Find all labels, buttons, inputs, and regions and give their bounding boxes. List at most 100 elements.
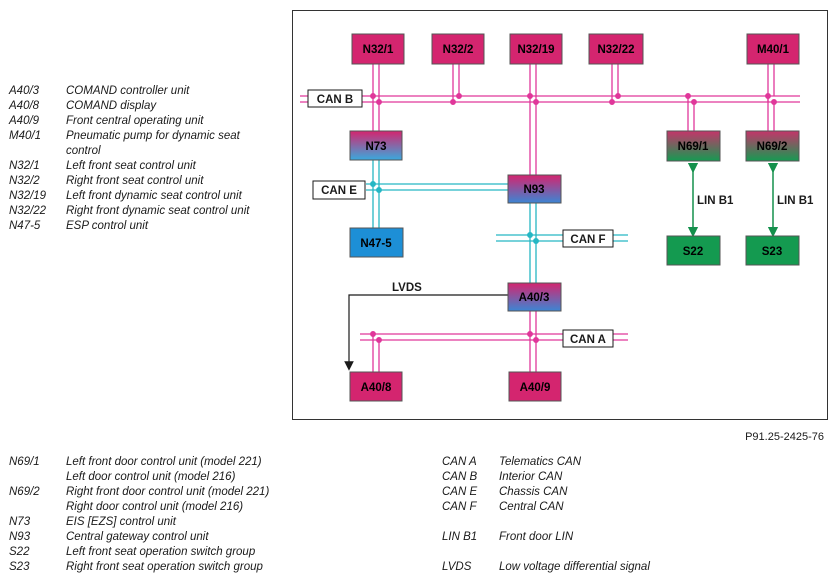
n32-19-box: N32/19 bbox=[509, 33, 563, 65]
svg-text:CAN F: CAN F bbox=[570, 234, 605, 246]
lin-b1-label-right: LIN B1 bbox=[777, 195, 814, 207]
svg-text:CAN A: CAN A bbox=[570, 334, 606, 346]
legend-description: COMAND display bbox=[66, 100, 157, 112]
svg-text:S22: S22 bbox=[683, 246, 703, 258]
lvds-line bbox=[344, 294, 508, 371]
legend-description: Left front dynamic seat control unit bbox=[66, 190, 242, 202]
legend-row: N69/2 Right front door control unit (mode… bbox=[9, 485, 329, 500]
s23-box: S23 bbox=[745, 235, 800, 266]
diagram-frame bbox=[292, 10, 828, 420]
svg-text:CAN E: CAN E bbox=[321, 185, 357, 197]
legend-code: A40/8 bbox=[9, 100, 40, 112]
can-f-bus bbox=[496, 203, 628, 283]
lvds-label: LVDS bbox=[392, 282, 422, 294]
svg-text:A40/8: A40/8 bbox=[361, 382, 392, 394]
lin-b1-label-left: LIN B1 bbox=[697, 195, 734, 207]
svg-text:A40/9: A40/9 bbox=[520, 382, 551, 394]
legend-description: Pneumatic pump for dynamic seat control bbox=[66, 130, 240, 157]
legend-description: Central gateway control unit bbox=[66, 531, 209, 543]
svg-text:CAN B: CAN B bbox=[317, 94, 353, 106]
n47-5-box: N47-5 bbox=[349, 227, 404, 258]
can-a-label: CAN A bbox=[562, 329, 614, 348]
legend-row: N32/2 Right front seat control unit bbox=[9, 174, 269, 189]
legend-row: CAN F Central CAN bbox=[442, 500, 702, 515]
legend-description: Left front seat operation switch group bbox=[66, 546, 256, 558]
legend-description: Left front seat control unit bbox=[66, 160, 196, 172]
legend-row: M40/1 Pneumatic pump for dynamic seat con… bbox=[9, 129, 269, 159]
legend-code: N32/2 bbox=[9, 175, 40, 187]
legend-code: LIN B1 bbox=[442, 531, 478, 543]
svg-text:N69/2: N69/2 bbox=[757, 141, 788, 153]
svg-text:N32/19: N32/19 bbox=[517, 44, 554, 56]
legend-row: CAN B Interior CAN bbox=[442, 470, 702, 485]
svg-text:N73: N73 bbox=[365, 141, 386, 153]
legend-description: Central CAN bbox=[499, 501, 564, 513]
legend-description: EIS [EZS] control unit bbox=[66, 516, 176, 528]
svg-text:N93: N93 bbox=[523, 184, 544, 196]
legend-row: Right door control unit (model 216) bbox=[9, 500, 329, 515]
legend-row: CAN A Telematics CAN bbox=[442, 455, 702, 470]
can-b-bus bbox=[300, 95, 800, 103]
legend-description: Telematics CAN bbox=[499, 456, 582, 468]
lin-lines bbox=[687, 162, 779, 238]
legend-row: N69/1 Left front door control unit (model… bbox=[9, 455, 329, 470]
svg-text:S23: S23 bbox=[762, 246, 782, 258]
legend-description: COMAND controller unit bbox=[66, 85, 190, 97]
legend-code: N32/19 bbox=[9, 190, 47, 202]
n93-box: N93 bbox=[507, 174, 562, 204]
legend-row: N47-5 ESP control unit bbox=[9, 219, 269, 234]
legend-description: Right front seat operation switch group bbox=[66, 561, 263, 573]
figure-reference: P91.25-2425-76 bbox=[745, 431, 824, 443]
legend-description: Chassis CAN bbox=[499, 486, 568, 498]
can-f-label: CAN F bbox=[562, 229, 614, 248]
n32-1-box: N32/1 bbox=[351, 33, 405, 65]
s22-box: S22 bbox=[666, 235, 721, 266]
legend-description: Left front door control unit (model 221) bbox=[66, 456, 262, 468]
svg-text:N32/22: N32/22 bbox=[597, 44, 634, 56]
legend-code: S22 bbox=[9, 546, 30, 558]
legend-description: Front central operating unit bbox=[66, 115, 204, 127]
legend-code: N47-5 bbox=[9, 220, 41, 232]
can-b-label: CAN B bbox=[307, 89, 363, 108]
legend-code: N69/2 bbox=[9, 486, 40, 498]
svg-text:N32/1: N32/1 bbox=[363, 44, 394, 56]
legend-code: CAN B bbox=[442, 471, 478, 483]
a40-9-box: A40/9 bbox=[508, 371, 562, 402]
a40-8-box: A40/8 bbox=[349, 371, 403, 402]
legend-description: Right front seat control unit bbox=[66, 175, 204, 187]
legend-description: Left door control unit (model 216) bbox=[66, 471, 236, 483]
legend-description: Low voltage differential signal bbox=[499, 561, 650, 573]
legend-code: A40/3 bbox=[9, 85, 40, 97]
can-e-label: CAN E bbox=[312, 180, 366, 200]
legend-row: S23 Right front seat operation switch gro… bbox=[9, 560, 329, 575]
legend-row: A40/3 COMAND controller unit bbox=[9, 84, 269, 99]
legend-code: N69/1 bbox=[9, 456, 40, 468]
legend-row: LVDS Low voltage differential signal bbox=[442, 560, 702, 575]
legend-description: ESP control unit bbox=[66, 220, 149, 232]
legend-code: CAN F bbox=[442, 501, 477, 513]
legend-row: A40/8 COMAND display bbox=[9, 99, 269, 114]
n73-box: N73 bbox=[349, 130, 403, 161]
legend-code: LVDS bbox=[442, 561, 472, 573]
legend-code: S23 bbox=[9, 561, 30, 573]
n32-2-box: N32/2 bbox=[431, 33, 485, 65]
legend-code: N32/22 bbox=[9, 205, 47, 217]
legend-code: M40/1 bbox=[9, 130, 41, 142]
legend-description: Right front door control unit (model 221… bbox=[66, 486, 270, 498]
legend-row: N32/19 Left front dynamic seat control un… bbox=[9, 189, 269, 204]
legend-description: Interior CAN bbox=[499, 471, 563, 483]
svg-text:N69/1: N69/1 bbox=[678, 141, 709, 153]
legend-code: CAN A bbox=[442, 456, 477, 468]
legend-row: Left door control unit (model 216) bbox=[9, 470, 329, 485]
can-e-bus bbox=[366, 160, 508, 228]
legend-code: A40/9 bbox=[9, 115, 40, 127]
a40-3-box: A40/3 bbox=[507, 282, 562, 312]
